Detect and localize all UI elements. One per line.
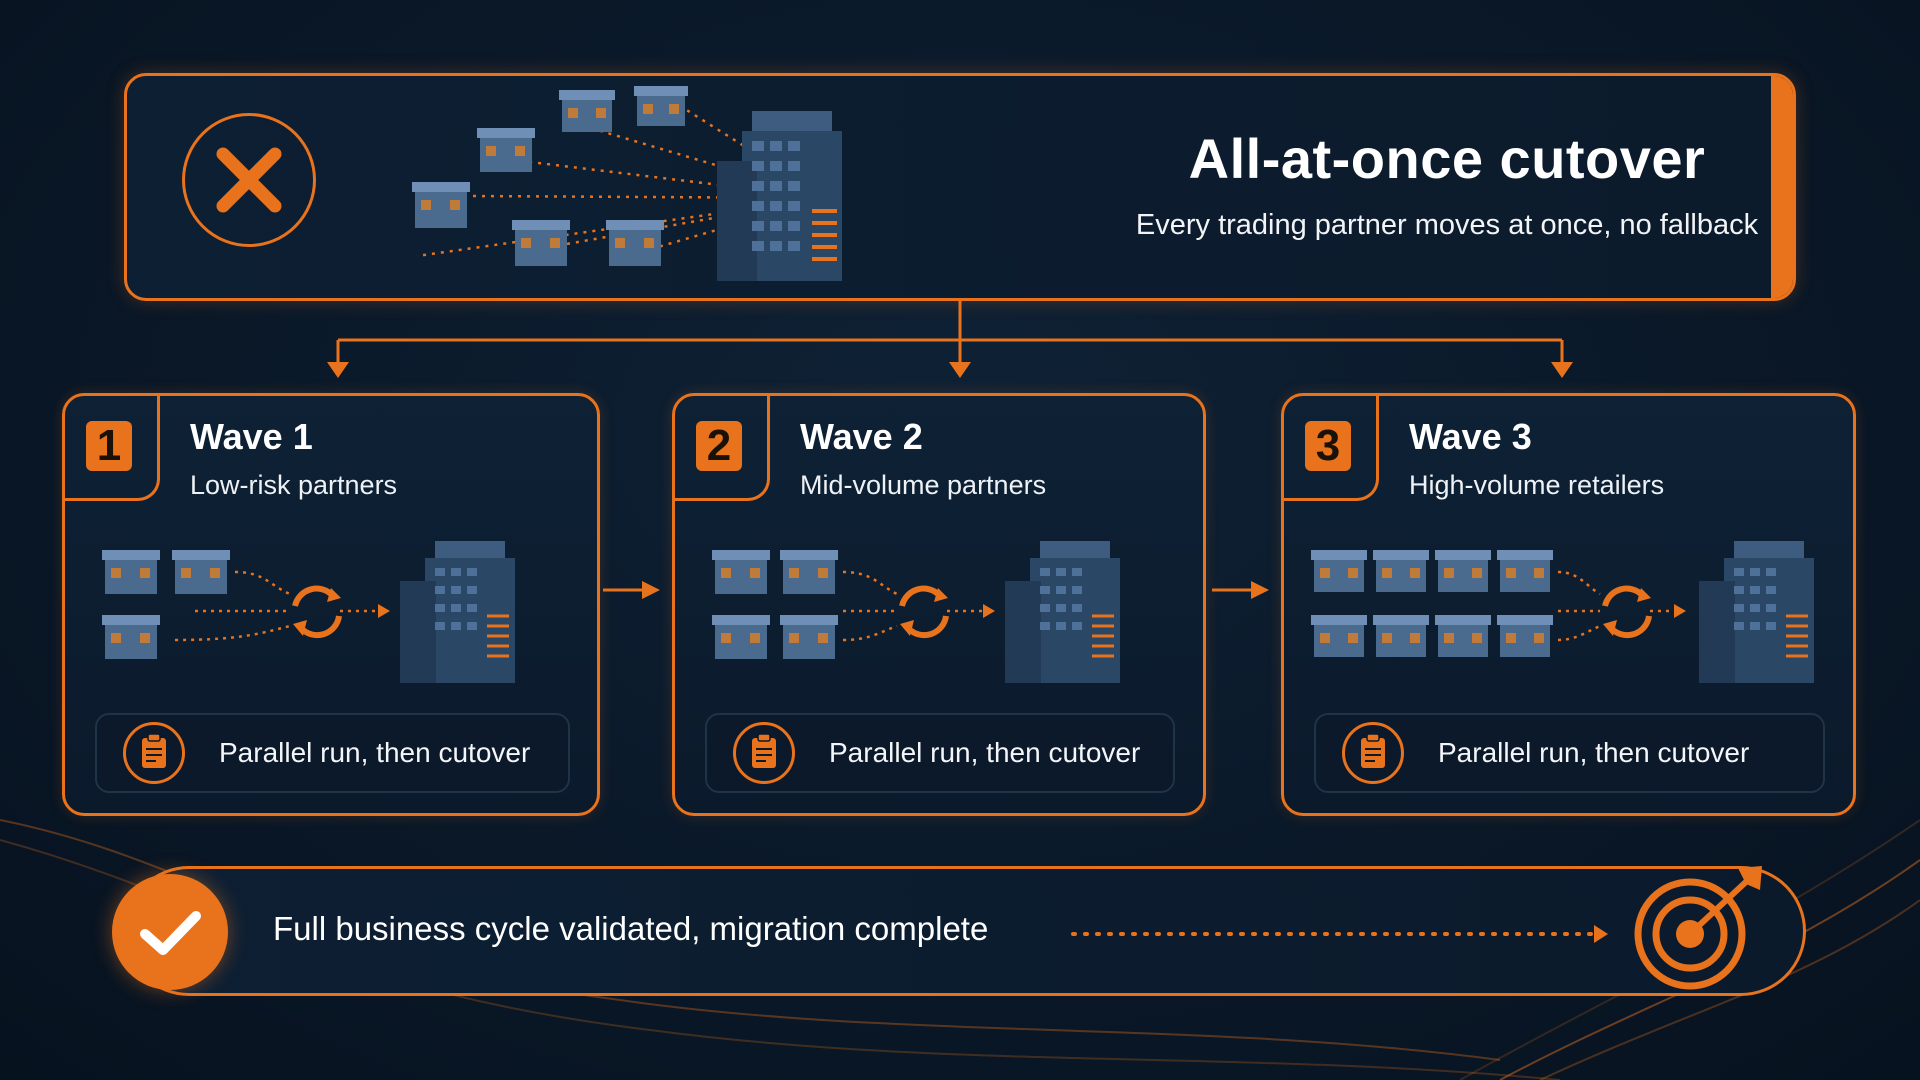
- store-icon: [1497, 550, 1553, 592]
- building-icon: [717, 111, 842, 281]
- wave-subtitle: Mid-volume partners: [800, 470, 1047, 500]
- wave-number-tab: 3: [1281, 393, 1379, 501]
- wave-card-3: 3 Wave 3 High-volume retailers: [1281, 393, 1856, 816]
- wave-card-2: 2 Wave 2 Mid-volume partners: [672, 393, 1206, 816]
- building-icon: [1699, 541, 1814, 683]
- wave-note-text: Parallel run, then cutover: [1438, 737, 1750, 768]
- store-icon: [477, 128, 535, 172]
- wave-illustration: [712, 541, 1120, 683]
- wave-number-tab: 2: [672, 393, 770, 501]
- store-icon: [1311, 615, 1367, 657]
- store-icon: [1373, 550, 1429, 592]
- store-icon: [172, 550, 230, 594]
- wave-number-tab: 1: [62, 393, 160, 501]
- store-icon: [559, 90, 615, 132]
- store-icon: [780, 550, 838, 594]
- building-icon: [400, 541, 515, 683]
- wave-illustration: [102, 541, 515, 683]
- store-icon: [780, 615, 838, 659]
- store-icon: [512, 220, 570, 266]
- wave-title: Wave 3: [1409, 416, 1532, 457]
- page-subtitle: Every trading partner moves at once, no …: [1135, 209, 1759, 241]
- completion-text: Full business cycle validated, migration…: [273, 910, 989, 947]
- wave-note: Parallel run, then cutover: [1314, 713, 1825, 793]
- check-icon: [112, 874, 228, 990]
- wave-number-badge: 2: [696, 421, 742, 471]
- store-icon: [1435, 550, 1491, 592]
- close-icon: [182, 113, 316, 247]
- wave-subtitle: Low-risk partners: [190, 470, 398, 500]
- store-icon: [1435, 615, 1491, 657]
- wave-card-1: 1 Wave 1 Low-risk partners: [62, 393, 600, 816]
- sync-icon: [292, 585, 342, 639]
- wave-title: Wave 1: [190, 416, 313, 457]
- store-icon: [1373, 615, 1429, 657]
- wave-note: Parallel run, then cutover: [95, 713, 570, 793]
- store-icon: [712, 615, 770, 659]
- sync-icon: [899, 585, 949, 639]
- all-at-once-banner: All-at-once cutover Every trading partne…: [124, 73, 1796, 301]
- store-icon: [1497, 615, 1553, 657]
- store-icon: [634, 86, 688, 126]
- store-icon: [412, 182, 470, 228]
- clipboard-icon: [1342, 722, 1404, 784]
- sync-icon: [1602, 585, 1652, 639]
- clipboard-icon: [123, 722, 185, 784]
- completion-banner: [124, 866, 1806, 996]
- wave-number-badge: 3: [1305, 421, 1351, 471]
- wave-title: Wave 2: [800, 416, 923, 457]
- clipboard-icon: [733, 722, 795, 784]
- page-title: All-at-once cutover: [1188, 127, 1706, 190]
- wave-note-text: Parallel run, then cutover: [219, 737, 531, 768]
- banner-accent-bar: [1771, 76, 1793, 298]
- store-icon: [712, 550, 770, 594]
- wave-number-badge: 1: [86, 421, 132, 471]
- wave-subtitle: High-volume retailers: [1409, 470, 1665, 500]
- target-icon: [1634, 866, 1762, 990]
- store-icon: [1311, 550, 1367, 592]
- store-icon: [102, 615, 160, 659]
- store-icon: [606, 220, 664, 266]
- wave-note: Parallel run, then cutover: [705, 713, 1175, 793]
- wave-illustration: [1311, 541, 1814, 683]
- wave-note-text: Parallel run, then cutover: [829, 737, 1141, 768]
- store-icon: [102, 550, 160, 594]
- building-icon: [1005, 541, 1120, 683]
